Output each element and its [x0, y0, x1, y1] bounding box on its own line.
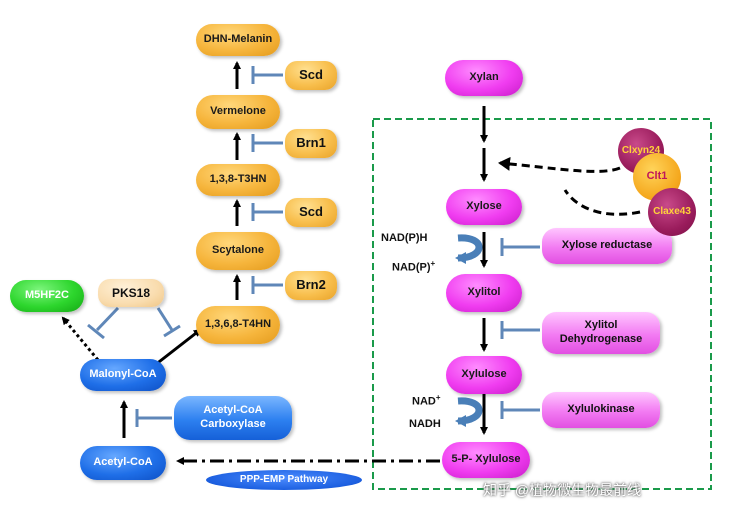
inhibit-scd-top	[251, 66, 283, 84]
watermark: 知乎 @植物微生物最前线	[483, 482, 642, 498]
node-dhn-melanin: DHN-Melanin	[196, 24, 280, 56]
node-t4hn: 1,3,6,8-T4HN	[196, 306, 280, 344]
enzyme-xylitol-dehydrogenase: Xylitol Dehydrogenase	[542, 312, 660, 354]
inhibit-xdh	[500, 321, 540, 339]
label-nadph: NAD(P)H	[381, 232, 428, 244]
node-m5hf2c: M5HF2C	[10, 280, 84, 312]
node-xylose: Xylose	[446, 189, 522, 225]
node-5p-xylulose: 5-P- Xylulose	[442, 442, 530, 478]
inhibit-xylulokinase	[500, 401, 540, 419]
label-nadh: NADH	[409, 418, 441, 430]
arrow-malonyl-m5hf2c	[61, 316, 100, 361]
enzyme-brn1: Brn1	[285, 129, 337, 158]
inhibit-xylose-reductase	[500, 238, 540, 256]
nad-superscript: +	[435, 393, 441, 402]
enzyme-xylose-reductase: Xylose reductase	[542, 228, 672, 264]
cofactor-arrow-nadph	[455, 234, 483, 264]
inhibit-acc	[135, 409, 172, 427]
acc-label-line1: Acetyl-CoA	[203, 404, 263, 417]
inhibit-brn1	[251, 134, 283, 152]
label-nadp: NAD(P)+	[392, 259, 435, 274]
cofactor-arrow-nad	[455, 397, 483, 427]
node-vermelone: Vermelone	[196, 95, 280, 129]
regulator-claxe43: Claxe43	[648, 188, 696, 236]
acc-label-line2: Carboxylase	[200, 418, 266, 430]
regulator-link-claxe43	[563, 189, 641, 216]
node-t3hn: 1,3,8-T3HN	[196, 164, 280, 196]
ppp-emp-pathway: PPP-EMP Pathway	[206, 470, 362, 490]
inhibit-pks18-right	[156, 307, 181, 338]
enzyme-scd-top: Scd	[285, 61, 337, 90]
enzyme-acetyl-coa-carboxylase: Acetyl-CoA Carboxylase	[174, 396, 292, 440]
nadp-superscript: +	[430, 259, 436, 268]
inhibit-pks18-left	[87, 306, 120, 340]
enzyme-xylulokinase: Xylulokinase	[542, 392, 660, 428]
regulator-arrow-clxyn24	[498, 156, 621, 173]
xylan-pathway-box	[372, 118, 712, 490]
node-scytalone: Scytalone	[196, 232, 280, 270]
inhibit-scd-mid	[251, 203, 283, 221]
label-nad: NAD+	[412, 393, 441, 408]
node-acetyl-coa: Acetyl-CoA	[80, 446, 166, 480]
node-xylan: Xylan	[445, 60, 523, 96]
node-xylitol: Xylitol	[446, 274, 522, 312]
xdh-label-line1: Xylitol	[584, 319, 618, 332]
node-malonyl-coa: Malonyl-CoA	[80, 359, 166, 391]
xdh-label-line2: Dehydrogenase	[559, 333, 643, 345]
nad-text: NAD	[412, 395, 436, 408]
enzyme-brn2: Brn2	[285, 271, 337, 300]
enzyme-pks18: PKS18	[98, 279, 164, 307]
arrow-malonyl-t4hn	[154, 328, 202, 367]
nadp-text: NAD(P)	[392, 261, 431, 274]
node-xylulose: Xylulose	[446, 356, 522, 394]
inhibit-brn2	[251, 276, 283, 294]
enzyme-scd-mid: Scd	[285, 198, 337, 227]
